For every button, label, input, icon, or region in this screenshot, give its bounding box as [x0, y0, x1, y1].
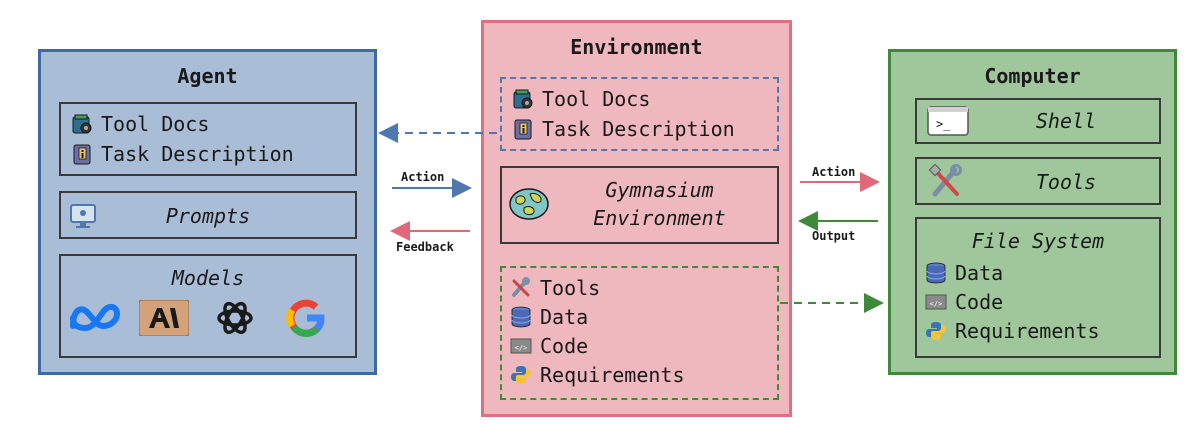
terminal-icon: >_ — [927, 106, 969, 136]
task-description-icon — [71, 143, 93, 165]
env-resources-dashed-box: Tools Data </> Code — [500, 266, 779, 400]
environment-title: Environment — [570, 35, 703, 59]
anthropic-logo-icon — [138, 299, 190, 337]
output-label: Output — [812, 229, 856, 243]
python-icon — [510, 364, 532, 386]
env-tool-docs-row: Tool Docs — [512, 87, 650, 111]
openai-logo-icon — [209, 298, 261, 338]
environment-panel: Environment Tool Docs — [481, 20, 792, 417]
env-requirements-label: Requirements — [540, 363, 685, 387]
tools-icon — [510, 277, 532, 299]
computer-requirements-label: Requirements — [955, 319, 1100, 343]
computer-data-row: Data — [925, 261, 1003, 285]
computer-data-label: Data — [955, 261, 1004, 285]
gymnasium-box: Gymnasium Environment — [500, 166, 779, 244]
svg-text:>_: >_ — [936, 117, 951, 131]
google-logo-icon — [281, 298, 331, 338]
meta-logo-icon — [67, 300, 123, 336]
agent-panel: Agent Tool Docs T — [38, 49, 377, 375]
agent-docs-box: Tool Docs Task Description — [59, 102, 357, 176]
globe-icon — [508, 186, 550, 222]
env-data-row: Data — [510, 305, 588, 329]
computer-title: Computer — [984, 64, 1081, 88]
models-box: Models — [59, 254, 357, 358]
models-label: Models — [171, 266, 245, 290]
computer-tools-box: Tools — [915, 157, 1161, 205]
tool-docs-icon — [512, 88, 534, 110]
computer-code-label: Code — [955, 290, 1004, 314]
computer-requirements-row: Requirements — [925, 319, 1100, 343]
tools-icon — [928, 163, 963, 200]
env-task-desc-row: Task Description — [512, 117, 735, 141]
task-description-icon — [512, 118, 534, 140]
computer-panel: Computer >_ Shell Tools File System — [888, 49, 1177, 375]
env-code-label: Code — [540, 334, 589, 358]
env-data-label: Data — [540, 305, 589, 329]
shell-label: Shell — [1035, 109, 1097, 133]
agent-task-desc-label: Task Description — [101, 142, 294, 166]
agent-title: Agent — [177, 64, 238, 88]
python-icon — [925, 320, 947, 342]
shell-box: >_ Shell — [915, 98, 1161, 144]
prompts-box: Prompts — [59, 191, 357, 239]
file-system-box: File System Data </> Code — [915, 217, 1161, 358]
computer-code-row: </> Code — [925, 290, 1003, 314]
agent-tool-docs-row: Tool Docs — [71, 112, 209, 136]
computer-action-label: Action — [812, 165, 856, 179]
prompts-label: Prompts — [165, 204, 251, 228]
agent-task-desc-row: Task Description — [71, 142, 294, 166]
feedback-label: Feedback — [396, 240, 454, 254]
agent-action-label: Action — [401, 170, 445, 184]
file-system-label: File System — [971, 229, 1105, 253]
env-task-desc-label: Task Description — [542, 117, 735, 141]
gym-line2: Environment — [593, 206, 726, 230]
env-tools-label: Tools — [540, 276, 601, 300]
env-docs-dashed-box: Tool Docs Task Description — [500, 77, 779, 151]
code-icon: </> — [925, 291, 947, 313]
gym-line1: Gymnasium — [605, 178, 714, 202]
database-icon — [925, 262, 947, 284]
computer-tools-label: Tools — [1035, 170, 1097, 194]
agent-tool-docs-label: Tool Docs — [101, 112, 210, 136]
env-requirements-row: Requirements — [510, 363, 685, 387]
svg-text:</>: </> — [515, 344, 528, 352]
env-tool-docs-label: Tool Docs — [542, 87, 651, 111]
monitor-icon — [69, 203, 97, 229]
database-icon — [510, 306, 532, 328]
env-tools-row: Tools — [510, 276, 600, 300]
code-icon: </> — [510, 335, 532, 357]
svg-text:</>: </> — [930, 300, 943, 308]
env-code-row: </> Code — [510, 334, 588, 358]
tool-docs-icon — [71, 113, 93, 135]
